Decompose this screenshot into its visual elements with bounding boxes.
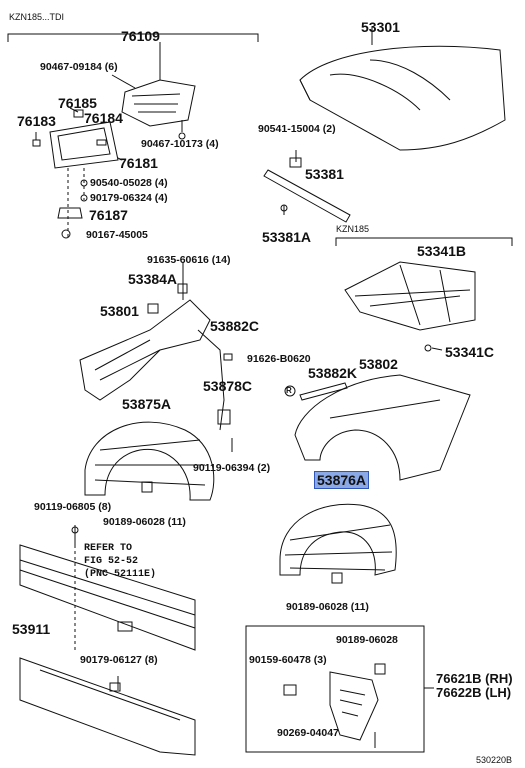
fender-lh-drawing [79, 299, 211, 401]
part-53801[interactable]: 53801 [100, 303, 139, 319]
part-90467-10173[interactable]: 90467-10173 (4) [141, 138, 219, 150]
part-53911[interactable]: 53911 [12, 621, 51, 637]
reference-note-line1: REFER TO [84, 543, 133, 554]
part-53341C[interactable]: 53341C [445, 344, 495, 360]
part-53802[interactable]: 53802 [359, 356, 398, 372]
part-53882C[interactable]: 53882C [210, 318, 260, 334]
part-90269-04047[interactable]: 90269-04047 [277, 727, 339, 739]
part-90467-09184[interactable]: 90467-09184 (6) [40, 61, 118, 73]
part-90179-06127[interactable]: 90179-06127 (8) [80, 654, 158, 666]
part-90540-05028[interactable]: 90540-05028 (4) [90, 177, 168, 189]
part-53882K[interactable]: 53882K [308, 365, 358, 381]
bumper-drawing [19, 544, 196, 651]
part-53301[interactable]: 53301 [361, 19, 400, 35]
part-53381A[interactable]: 53381A [262, 229, 312, 245]
liner-rh-drawing [279, 503, 397, 576]
part-76622B-lh[interactable]: 76622B (LH) [436, 685, 512, 700]
part-90541-15004[interactable]: 90541-15004 (2) [258, 123, 336, 135]
mudflap-drawing [329, 671, 379, 741]
part-90179-06324[interactable]: 90179-06324 (4) [90, 192, 168, 204]
part-90189-06028-c[interactable]: 90189-06028 [336, 634, 398, 646]
part-53381[interactable]: 53381 [305, 166, 344, 182]
part-76181[interactable]: 76181 [119, 155, 158, 171]
mudflap-group-box [245, 625, 425, 753]
part-90159-60478[interactable]: 90159-60478 (3) [249, 654, 327, 666]
part-53341B[interactable]: 53341B [417, 243, 467, 259]
fender-rh-drawing [294, 374, 471, 481]
under-cover-drawing [344, 261, 476, 331]
seal-strip-drawing [263, 169, 351, 223]
part-90167-45005[interactable]: 90167-45005 [86, 229, 148, 241]
part-90189-06028-a[interactable]: 90189-06028 (11) [103, 516, 186, 528]
part-53384A[interactable]: 53384A [128, 271, 178, 287]
reference-note-line2: FIG 52-52 [84, 556, 139, 567]
drawing-code: 530220B [476, 755, 513, 765]
r-mark: R [286, 386, 292, 395]
liner-lh-drawing [84, 421, 215, 501]
variant-right-label: KZN185 [336, 224, 370, 234]
part-76183[interactable]: 76183 [17, 113, 56, 129]
part-76184[interactable]: 76184 [84, 110, 123, 126]
part-53878C[interactable]: 53878C [203, 378, 253, 394]
spoiler-drawing [19, 657, 196, 756]
part-53875A[interactable]: 53875A [122, 396, 172, 412]
reference-note-line3: (PNC 52111E) [84, 569, 157, 580]
part-90119-06394[interactable]: 90119-06394 (2) [193, 462, 271, 474]
variant-top-label: KZN185...TDI [9, 12, 65, 22]
hood-drawing [299, 45, 506, 151]
part-90119-06805[interactable]: 90119-06805 (8) [34, 501, 112, 513]
part-76187[interactable]: 76187 [89, 207, 128, 223]
part-90189-06028-b[interactable]: 90189-06028 (11) [286, 601, 369, 613]
part-91626-B0620[interactable]: 91626-B0620 [247, 353, 311, 365]
part-76621B-rh[interactable]: 76621B (RH) [436, 671, 513, 686]
part-76109[interactable]: 76109 [121, 28, 160, 44]
part-76185[interactable]: 76185 [58, 95, 97, 111]
part-91635-60616[interactable]: 91635-60616 (14) [147, 254, 231, 266]
part-53876A-highlighted[interactable]: 53876A [313, 471, 370, 489]
